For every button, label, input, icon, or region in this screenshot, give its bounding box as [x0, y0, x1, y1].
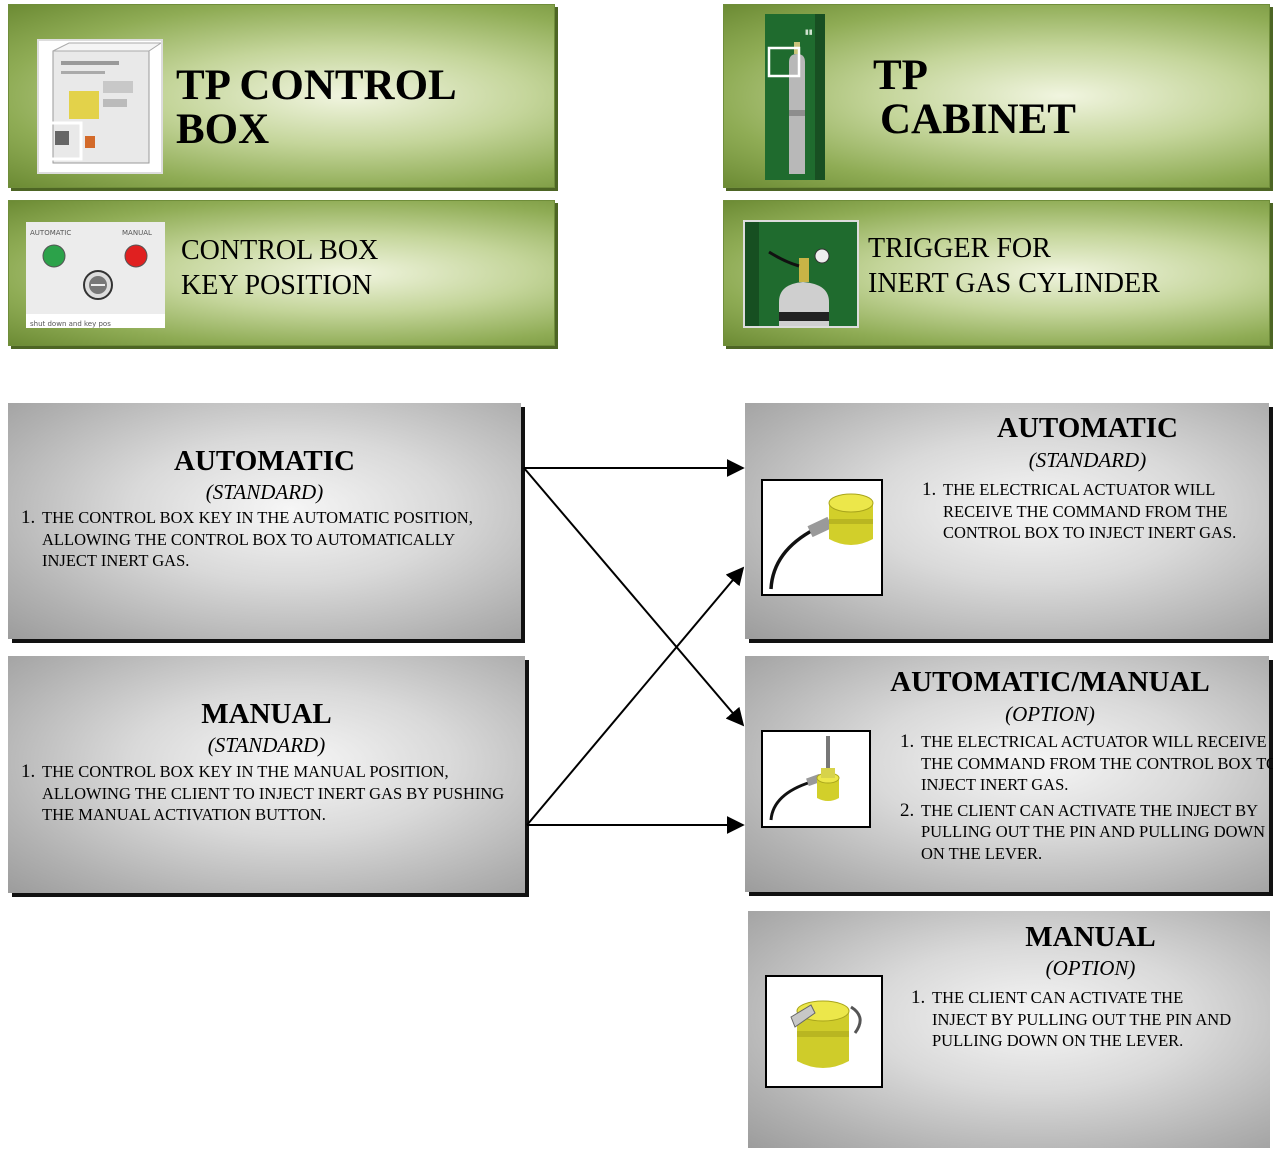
mode-title: AUTOMATIC [174, 445, 355, 477]
key-position-header: AUTOMATIC MANUAL shut down and key pos C… [8, 200, 555, 346]
electric-actuator-image [761, 479, 883, 596]
mode-title: MANUAL [201, 698, 332, 730]
trigger-automatic-mode: AUTOMATIC (STANDARD) THE ELECTRICAL ACTU… [745, 403, 1269, 639]
mode-title: AUTOMATIC [997, 412, 1178, 444]
mode-subtitle: (OPTION) [1045, 956, 1136, 980]
mode-subtitle: (STANDARD) [205, 480, 324, 504]
mode-step: THE CONTROL BOX KEY IN THE MANUAL POSITI… [40, 761, 534, 826]
control-box-manual-mode: MANUAL (STANDARD) THE CONTROL BOX KEY IN… [8, 656, 525, 893]
cabinet-cylinder-image: ▮▮ [765, 14, 825, 180]
svg-text:▮▮: ▮▮ [805, 28, 813, 36]
mode-step: THE CLIENT CAN ACTIVATE THE INJECT BY PU… [930, 987, 1240, 1052]
svg-text:AUTOMATIC: AUTOMATIC [30, 229, 71, 237]
trigger-manual-mode: MANUAL (OPTION) THE CLIENT CAN ACTIVATE … [748, 911, 1270, 1148]
arrow-auto-to-automanual [523, 467, 745, 727]
tp-cabinet-header: ▮▮ TP CABINET [723, 4, 1270, 188]
control-box-title-line2: BOX [176, 105, 270, 153]
control-box-title-line1: TP CONTROL [176, 62, 457, 109]
mode-steps: THE CONTROL BOX KEY IN THE MANUAL POSITI… [16, 761, 534, 826]
trigger-header: TRIGGER FOR INERT GAS CYLINDER [723, 200, 1270, 346]
cylinder-trigger-image [743, 220, 859, 328]
control-box-image [37, 39, 163, 174]
key-position-line2: KEY POSITION [181, 270, 373, 301]
key-position-line1: CONTROL BOX [181, 235, 379, 266]
svg-text:MANUAL: MANUAL [122, 229, 152, 237]
trigger-line2: INERT GAS CYLINDER [868, 268, 1160, 299]
mode-step: THE ELECTRICAL ACTUATOR WILL RECEIVE THE… [941, 479, 1241, 544]
arrow-manual-to-auto [526, 566, 745, 826]
mode-subtitle: (OPTION) [1005, 702, 1095, 726]
combo-actuator-image [761, 730, 871, 828]
svg-text:shut down and key pos: shut down and key pos [30, 320, 111, 328]
mode-title: AUTOMATIC/MANUAL [890, 666, 1210, 698]
key-panel-image: AUTOMATIC MANUAL shut down and key pos [26, 222, 165, 328]
mode-subtitle: (STANDARD) [207, 733, 326, 757]
trigger-automatic-manual-mode: AUTOMATIC/MANUAL (OPTION) THE ELECTRICAL… [745, 656, 1273, 892]
mode-step: THE CLIENT CAN ACTIVATE THE INJECT BY PU… [919, 800, 1273, 865]
mode-steps: THE CLIENT CAN ACTIVATE THE INJECT BY PU… [906, 987, 1240, 1052]
mode-steps: THE ELECTRICAL ACTUATOR WILL RECEIVE THE… [895, 731, 1273, 864]
mode-title: MANUAL [1025, 921, 1156, 953]
manual-actuator-image [765, 975, 883, 1088]
mode-steps: THE ELECTRICAL ACTUATOR WILL RECEIVE THE… [917, 479, 1241, 544]
tp-control-box-header: TP CONTROL BOX [8, 4, 555, 188]
trigger-line1: TRIGGER FOR [868, 233, 1051, 264]
cabinet-title-line1: TP [873, 52, 928, 99]
mode-step: THE ELECTRICAL ACTUATOR WILL RECEIVE THE… [919, 731, 1273, 796]
mode-step: THE CONTROL BOX KEY IN THE AUTOMATIC POS… [40, 507, 480, 572]
mode-steps: THE CONTROL BOX KEY IN THE AUTOMATIC POS… [16, 507, 480, 572]
mode-subtitle: (STANDARD) [1028, 448, 1147, 472]
cabinet-title-line2: CABINET [880, 95, 1076, 143]
control-box-automatic-mode: AUTOMATIC (STANDARD) THE CONTROL BOX KEY… [8, 403, 521, 639]
